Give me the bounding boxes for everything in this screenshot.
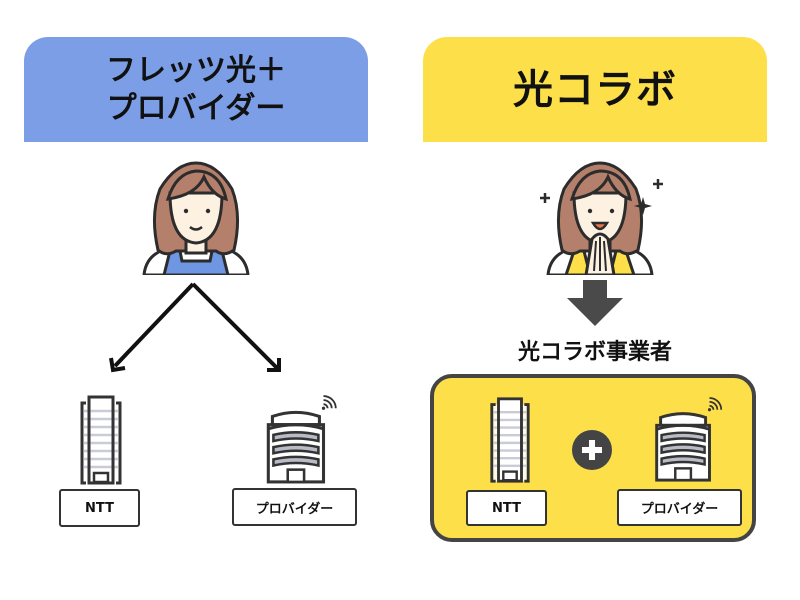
provider-label: プロバイダー — [617, 489, 742, 526]
right-header: 光コラボ — [423, 37, 767, 142]
provider-label: プロバイダー — [232, 488, 357, 526]
right-header-title: 光コラボ — [513, 66, 677, 113]
woman-happy-icon — [540, 161, 663, 275]
ntt-label: NTT — [59, 489, 140, 527]
ntt-label: NTT — [466, 490, 547, 526]
ntt-label-text: NTT — [85, 500, 114, 516]
split-arrows-icon — [109, 282, 281, 373]
provider-building-wifi-icon — [266, 394, 338, 484]
left-header: フレッツ光＋ プロバイダー — [24, 37, 368, 142]
collab-provider-label: 光コラボ事業者 — [517, 340, 672, 365]
provider-building-wifi-icon — [655, 396, 723, 482]
office-tower-icon — [490, 397, 530, 483]
woman-neutral-icon — [142, 161, 250, 275]
down-arrow-icon — [567, 280, 623, 326]
sparkle-icon — [540, 179, 663, 203]
office-tower-icon — [80, 395, 122, 485]
provider-label-text: プロバイダー — [640, 502, 719, 517]
plus-circle-icon — [572, 430, 612, 470]
provider-label-text: プロバイダー — [255, 501, 334, 517]
ntt-label-text: NTT — [492, 500, 521, 516]
left-header-title: フレッツ光＋ プロバイダー — [106, 52, 286, 126]
